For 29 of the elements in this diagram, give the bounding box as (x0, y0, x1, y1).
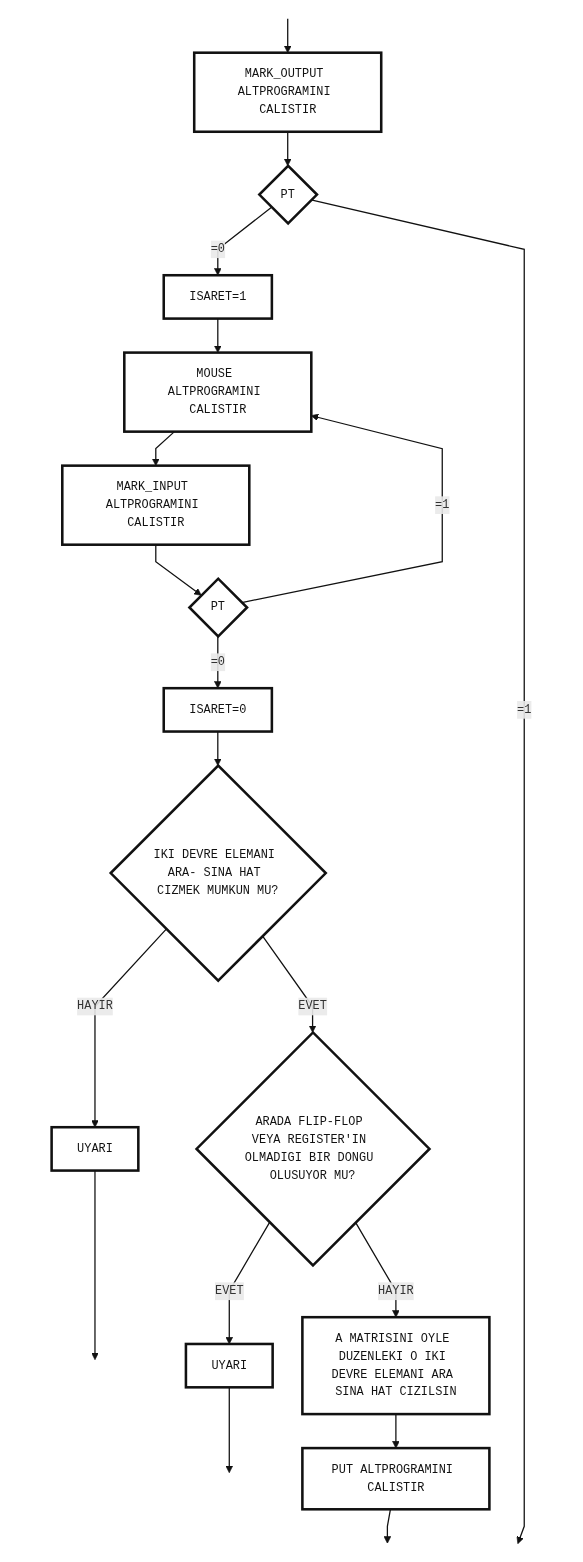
arrow (155, 544, 202, 596)
edge-label: =1 (517, 700, 532, 719)
process-box: MARK_OUTPUT ALTPROGRAMINI CALISTIR (192, 51, 383, 134)
edge-label: HAYIR (378, 1282, 414, 1301)
process-box: MARK_INPUT ALTPROGRAMINI CALISTIR (61, 464, 251, 546)
process-box: A MATRISINI OYLE DUZENLEKI O IKI DEVRE ELEMANI ARA SINA HAT CIZILSIN (301, 1315, 491, 1416)
arrow (214, 206, 273, 276)
arrow (241, 413, 443, 604)
process-box: UYARI (50, 1125, 140, 1172)
arrow (310, 199, 525, 1544)
process-box: ISARET=1 (162, 273, 274, 320)
edge-label: =0 (210, 240, 225, 259)
edge-label: HAYIR (77, 997, 113, 1016)
edge-label: EVET (215, 1282, 244, 1301)
edge-label: EVET (298, 997, 327, 1016)
arrow (284, 131, 292, 167)
edge-label: =0 (210, 653, 225, 672)
decision-diamond: ARADA FLIP-FLOP VEYA REGISTER'IN OLMADIGI BIR DONGU OLUSUYOR MU? (194, 1030, 432, 1268)
arrow (214, 635, 222, 689)
process-box: MOUSE ALTPROGRAMINI CALISTIR (123, 351, 313, 433)
decision-diamond: PT (257, 163, 319, 226)
process-box: UYARI (184, 1342, 274, 1389)
decision-diamond: IKI DEVRE ELEMANI ARA- SINA HAT CIZMEK MUMKUN MU? (108, 763, 328, 983)
arrow (152, 431, 176, 466)
arrow (91, 928, 167, 1128)
process-box: ISARET=0 (162, 686, 274, 733)
process-box: PUT ALTPROGRAMINI CALISTIR (301, 1446, 491, 1511)
decision-diamond: PT (187, 576, 249, 639)
edge-label: =1 (435, 496, 450, 515)
